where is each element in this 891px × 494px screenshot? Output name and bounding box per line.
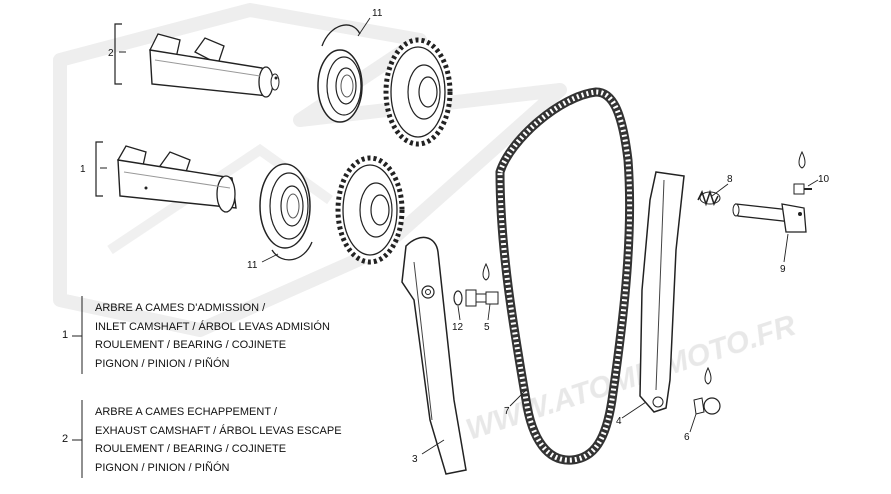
tensioner-spring xyxy=(697,189,721,207)
blade-pivot-bolt xyxy=(693,397,721,415)
legend-line: ROULEMENT / BEARING / COJINETE xyxy=(95,339,287,351)
inlet-camshaft xyxy=(95,141,237,213)
callout-11-top: 11 xyxy=(372,8,383,19)
legend-line: ARBRE A CAMES ECHAPPEMENT / xyxy=(95,406,277,418)
callout-2: 2 xyxy=(108,48,114,59)
callout-4: 4 xyxy=(616,416,622,427)
bearing-top xyxy=(317,24,363,123)
chain-guide xyxy=(401,236,467,475)
oil-drop-icon xyxy=(704,366,712,385)
legend-entry-1: ARBRE A CAMES D'ADMISSION / INLET CAMSHA… xyxy=(95,299,330,373)
oil-drop-icon xyxy=(798,150,806,169)
tensioner-bolt xyxy=(793,183,812,195)
callout-9: 9 xyxy=(780,264,786,275)
callout-7: 7 xyxy=(504,406,510,417)
legend-line: ARBRE A CAMES D'ADMISSION / xyxy=(95,302,266,314)
legend-line: INLET CAMSHAFT / ÁRBOL LEVAS ADMISIÓN xyxy=(95,320,330,333)
callout-5: 5 xyxy=(484,322,490,333)
legend-number-2: 2 xyxy=(62,433,69,445)
oil-drop-icon xyxy=(482,262,490,281)
sprocket-top xyxy=(383,37,453,147)
legend-number-1: 1 xyxy=(62,329,69,341)
bearing-bottom xyxy=(259,163,313,261)
callout-8: 8 xyxy=(727,174,733,185)
callout-10: 10 xyxy=(818,174,830,185)
sprocket-bottom xyxy=(335,155,405,265)
callout-1: 1 xyxy=(80,164,86,175)
legend-brackets xyxy=(72,296,83,478)
legend-line: ROULEMENT / BEARING / COJINETE xyxy=(95,443,287,455)
callout-3: 3 xyxy=(412,454,418,465)
chain-tensioner xyxy=(732,203,807,233)
timing-chain xyxy=(495,87,635,465)
tensioner-blade xyxy=(639,171,685,413)
legend-line: PIGNON / PINION / PIÑÓN xyxy=(95,461,230,474)
exhaust-camshaft xyxy=(114,23,280,98)
leader-lines xyxy=(261,17,819,455)
legend-line: PIGNON / PINION / PIÑÓN xyxy=(95,357,230,370)
callout-11-bottom: 11 xyxy=(247,260,258,271)
legend-line: EXHAUST CAMSHAFT / ÁRBOL LEVAS ESCAPE xyxy=(95,424,342,437)
guide-bolt xyxy=(453,289,499,307)
callout-6: 6 xyxy=(684,432,690,443)
callout-12: 12 xyxy=(452,322,464,333)
legend-entry-2: ARBRE A CAMES ECHAPPEMENT / EXHAUST CAMS… xyxy=(95,403,342,477)
